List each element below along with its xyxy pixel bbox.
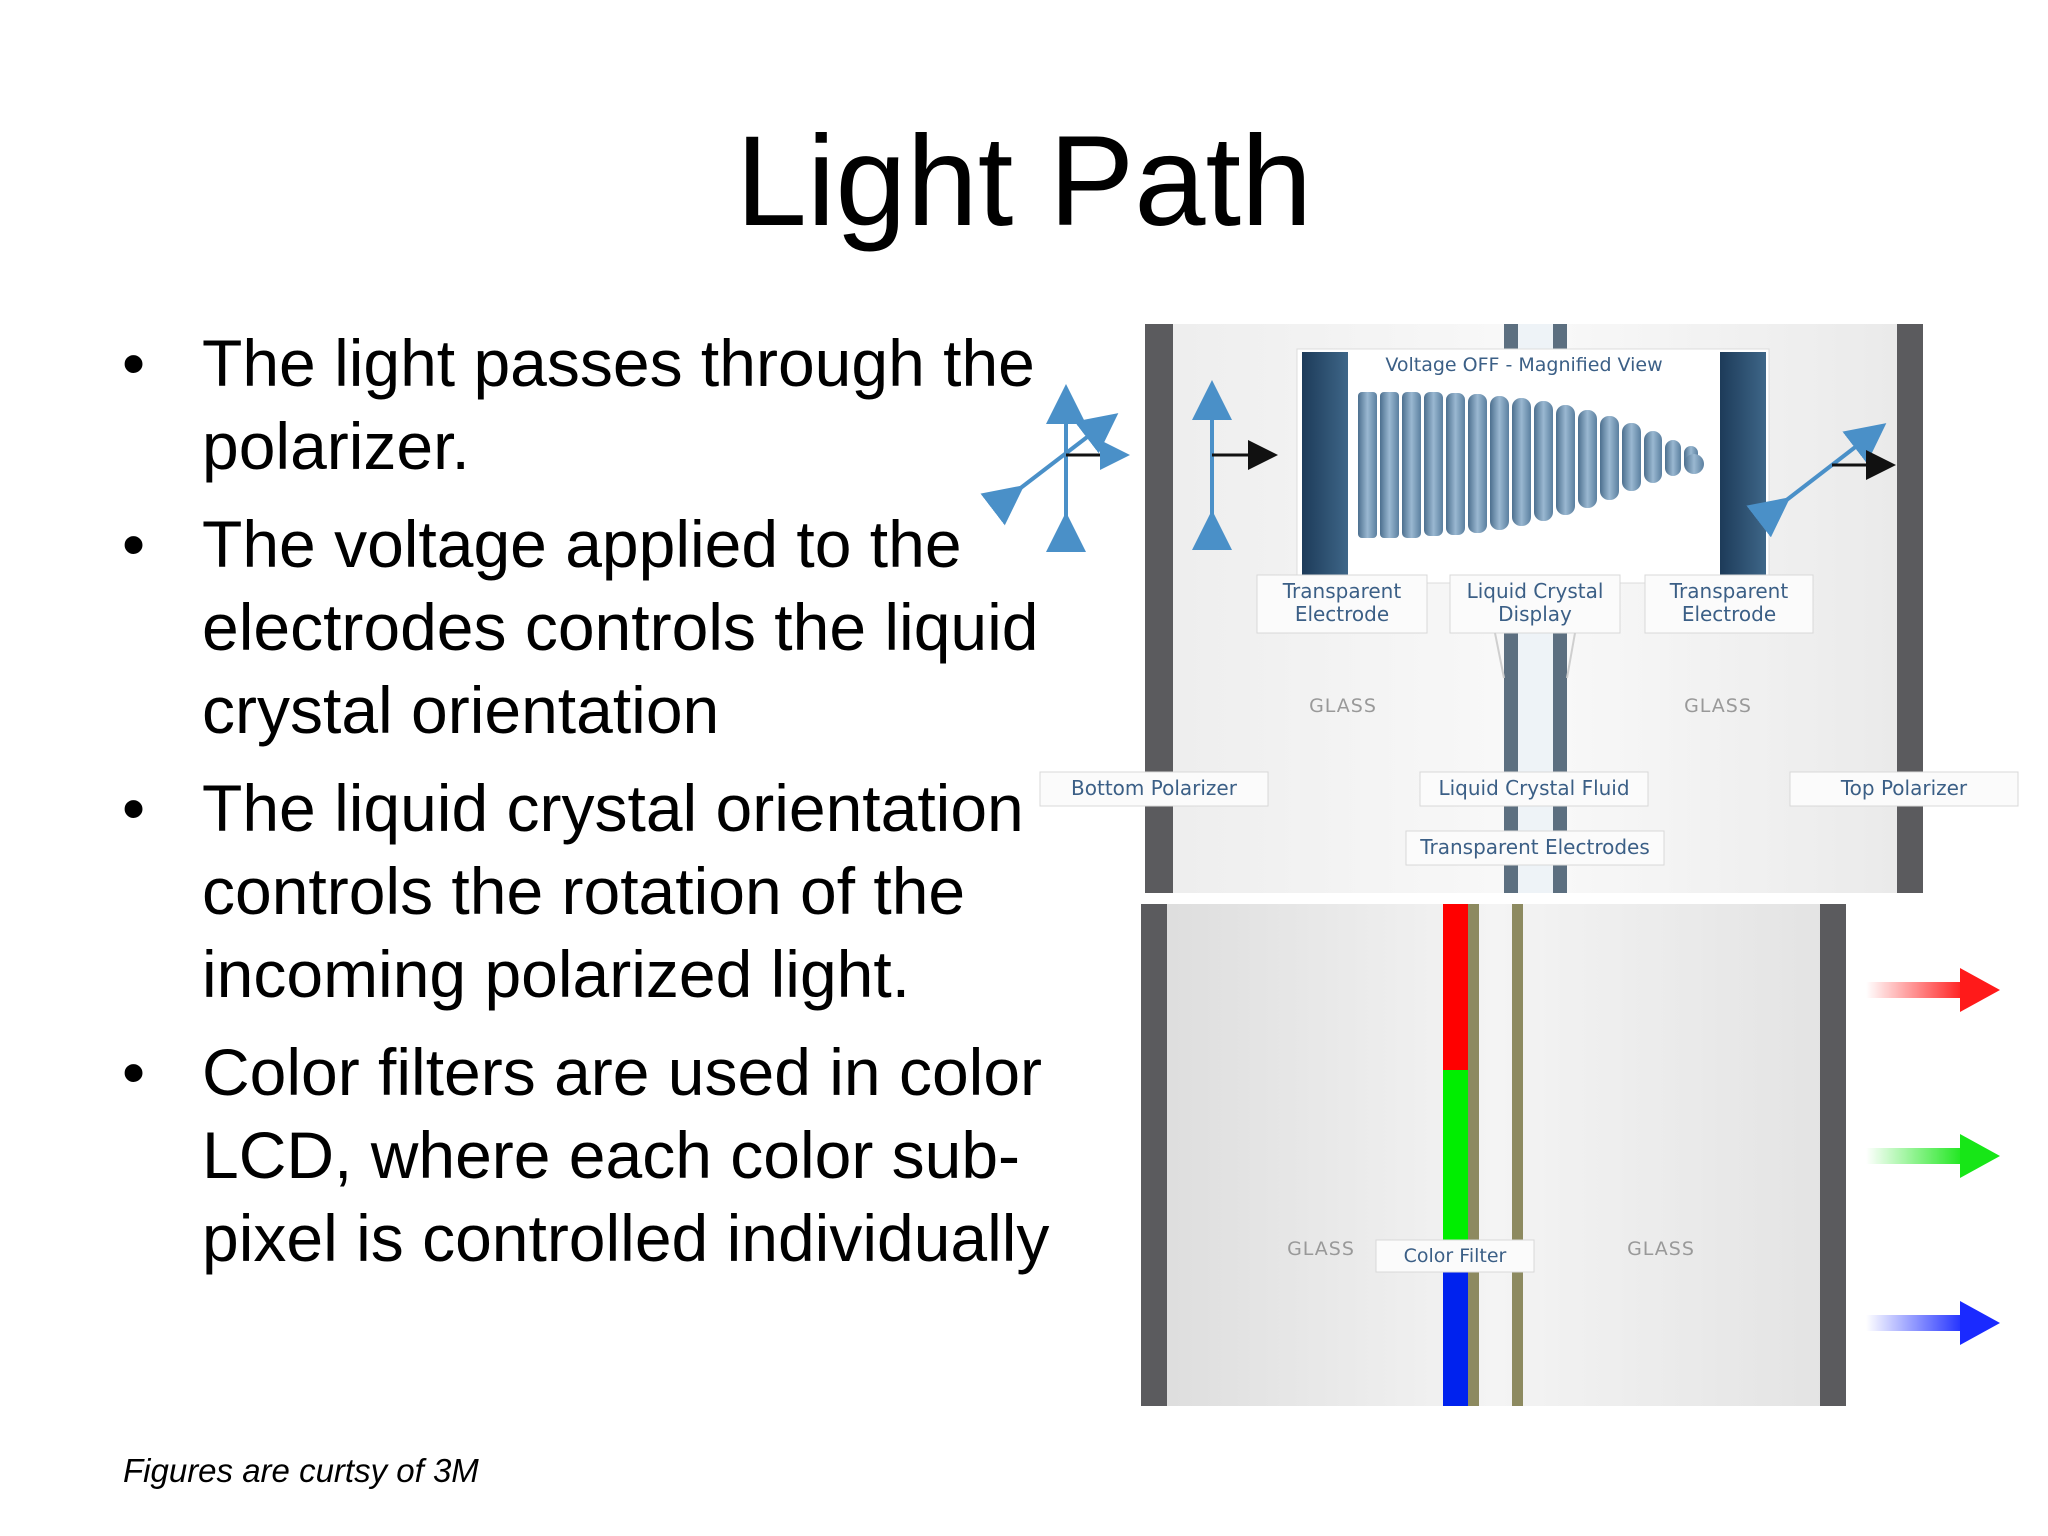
bullet-list: • The light passes through the polarizer.… bbox=[118, 322, 1058, 1295]
svg-text:Bottom Polarizer: Bottom Polarizer bbox=[1071, 776, 1238, 800]
bullet-marker: • bbox=[122, 507, 146, 581]
magnified-electrode-left bbox=[1302, 352, 1348, 578]
bullet-marker: • bbox=[122, 1035, 146, 1109]
figure-credit: Figures are curtsy of 3M bbox=[123, 1452, 479, 1489]
svg-text:Transparent: Transparent bbox=[1282, 579, 1402, 603]
svg-text:Top Polarizer: Top Polarizer bbox=[1840, 776, 1968, 800]
magnified-view-title: Voltage OFF - Magnified View bbox=[1385, 354, 1662, 376]
svg-text:Liquid Crystal Fluid: Liquid Crystal Fluid bbox=[1438, 776, 1629, 800]
green-filter bbox=[1443, 1070, 1468, 1270]
label-liquid-crystal-fluid: Liquid Crystal Fluid bbox=[1419, 771, 1649, 807]
svg-text:Display: Display bbox=[1498, 602, 1572, 626]
bottom-polarizer-bar bbox=[1145, 324, 1173, 893]
label-transparent-electrodes: Transparent Electrodes bbox=[1405, 830, 1665, 866]
vertical-polarized-light-arrow bbox=[1192, 380, 1278, 550]
label-liquid-crystal-display: Liquid Crystal Display bbox=[1449, 574, 1621, 634]
top-polarizer-bar bbox=[1897, 324, 1923, 893]
filter-electrode-right bbox=[1512, 904, 1523, 1406]
svg-text:Electrode: Electrode bbox=[1295, 602, 1389, 626]
svg-text:Transparent Electrodes: Transparent Electrodes bbox=[1419, 835, 1650, 859]
bullet-item: • Color filters are used in color LCD, wh… bbox=[118, 1031, 1058, 1280]
rotated-polarized-light-arrow bbox=[1746, 423, 1896, 538]
bullet-item: • The light passes through the polarizer. bbox=[118, 322, 1058, 488]
label-top-polarizer: Top Polarizer bbox=[1789, 771, 2019, 807]
blue-filter bbox=[1443, 1270, 1468, 1406]
red-light-arrow bbox=[1866, 968, 2000, 1012]
top-panel: Voltage OFF - Magnified View Transparent bbox=[980, 324, 2019, 893]
bullet-item: • The liquid crystal orientation controls… bbox=[118, 767, 1058, 1016]
svg-text:Liquid Crystal: Liquid Crystal bbox=[1467, 579, 1604, 603]
magnified-electrode-right bbox=[1720, 352, 1766, 578]
label-color-filter: Color Filter bbox=[1375, 1239, 1535, 1273]
bullet-text: The light passes through the polarizer. bbox=[202, 326, 1035, 483]
unpolarized-light-arrows bbox=[980, 384, 1130, 552]
svg-text:Transparent: Transparent bbox=[1669, 579, 1789, 603]
bullet-marker: • bbox=[122, 326, 146, 400]
bottom-panel-right-bar bbox=[1820, 904, 1846, 1406]
callout-lines bbox=[1494, 632, 1576, 679]
bottom-panel: GLASS GLASS Color Filter bbox=[1141, 904, 2000, 1406]
svg-text:Electrode: Electrode bbox=[1682, 602, 1776, 626]
red-filter bbox=[1443, 904, 1468, 1070]
bottom-panel-left-bar bbox=[1141, 904, 1167, 1406]
bottom-glass-left-label: GLASS bbox=[1287, 1238, 1355, 1260]
label-bottom-polarizer: Bottom Polarizer bbox=[1039, 771, 1269, 807]
label-transparent-electrode-right: Transparent Electrode bbox=[1644, 574, 1814, 634]
liquid-crystal-molecules bbox=[1358, 392, 1704, 538]
filter-electrode-left bbox=[1468, 904, 1479, 1406]
top-glass-right-label: GLASS bbox=[1684, 695, 1752, 717]
green-light-arrow bbox=[1866, 1134, 2000, 1178]
bullet-text: The liquid crystal orientation controls … bbox=[202, 771, 1024, 1011]
blue-light-arrow bbox=[1866, 1301, 2000, 1345]
bullet-item: • The voltage applied to the electrodes c… bbox=[118, 503, 1058, 752]
slide-title: Light Path bbox=[735, 110, 1313, 253]
bottom-glass-background bbox=[1141, 904, 1846, 1406]
bullet-text: The voltage applied to the electrodes co… bbox=[202, 507, 1039, 747]
label-transparent-electrode-left: Transparent Electrode bbox=[1256, 574, 1428, 634]
bullet-marker: • bbox=[122, 771, 146, 845]
bullet-text: Color filters are used in color LCD, whe… bbox=[202, 1035, 1050, 1275]
top-glass-left-label: GLASS bbox=[1309, 695, 1377, 717]
svg-text:Color Filter: Color Filter bbox=[1404, 1245, 1507, 1267]
bottom-glass-right-label: GLASS bbox=[1627, 1238, 1695, 1260]
